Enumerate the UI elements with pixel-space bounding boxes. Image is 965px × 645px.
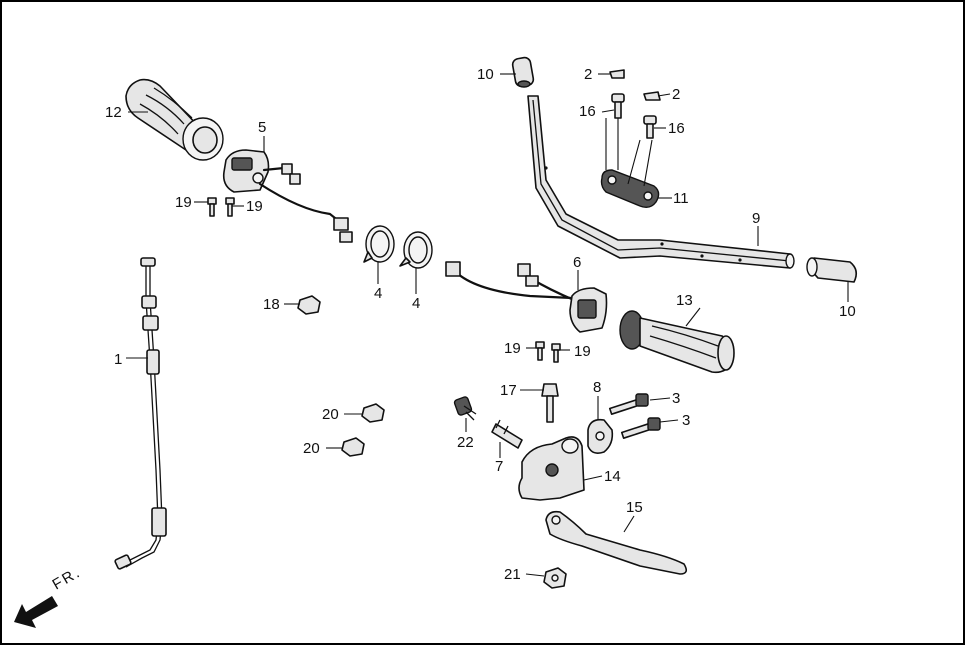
callout-3a: 3 (672, 390, 680, 407)
part-3-bolts (608, 393, 661, 439)
callout-10a: 10 (477, 66, 494, 83)
callout-9: 9 (752, 210, 760, 227)
callout-22: 22 (457, 434, 474, 451)
callout-19b: 19 (246, 198, 263, 215)
callout-18: 18 (263, 296, 280, 313)
callout-4b: 4 (412, 295, 420, 312)
callout-20a: 20 (322, 406, 339, 423)
callout-11: 11 (673, 190, 689, 207)
callout-21: 21 (504, 566, 521, 583)
callout-4a: 4 (374, 285, 382, 302)
callout-19a: 19 (175, 194, 192, 211)
callout-13: 13 (676, 292, 693, 309)
callout-14: 14 (604, 468, 621, 485)
callout-7: 7 (495, 458, 503, 475)
callout-20b: 20 (303, 440, 320, 457)
callout-5: 5 (258, 119, 266, 136)
part-19-screws (207, 197, 561, 363)
part-4-clamps (363, 225, 433, 269)
callout-19c: 19 (504, 340, 521, 357)
callout-17: 17 (500, 382, 517, 399)
part-10-bar-ends (511, 56, 858, 283)
callout-12: 12 (105, 104, 122, 121)
front-direction: FR. (14, 564, 84, 628)
callout-16b: 16 (668, 120, 685, 137)
part-14-lever-bracket (518, 436, 585, 501)
callout-15: 15 (626, 499, 643, 516)
part-1-cable (114, 257, 167, 570)
part-12-left-grip (125, 78, 224, 161)
parts-2-16-caps-bolts (605, 69, 661, 187)
part-17-pivot-bolt (541, 383, 559, 423)
part-8-holder (587, 418, 614, 454)
part-18-nut (297, 295, 321, 315)
part-20-nuts (341, 403, 385, 457)
part-9-handlebar (527, 95, 795, 269)
callout-2a: 2 (584, 66, 592, 83)
callout-19d: 19 (574, 343, 591, 360)
part-11-clamp (600, 169, 660, 209)
leader-lines (126, 73, 849, 577)
part-7-clutch-switch (491, 419, 523, 449)
callout-2b: 2 (672, 86, 680, 103)
front-direction-label: FR. (50, 564, 85, 594)
callout-6: 6 (573, 254, 581, 271)
part-5-left-switch (222, 149, 353, 243)
part-13-right-grip (619, 310, 735, 374)
front-direction-arrow-icon (14, 596, 58, 628)
part-21-nut (543, 567, 567, 589)
callout-1: 1 (114, 351, 122, 368)
callout-10b: 10 (839, 303, 856, 320)
callout-16a: 16 (579, 103, 596, 120)
part-15-lever (545, 510, 688, 575)
callout-labels: 1 2 2 3 3 4 4 5 6 7 8 9 10 10 11 12 13 1… (105, 66, 856, 583)
callout-3b: 3 (682, 412, 690, 429)
part-6-right-switch (445, 261, 608, 333)
callout-8: 8 (593, 379, 601, 396)
part-22-bolt (453, 396, 477, 421)
